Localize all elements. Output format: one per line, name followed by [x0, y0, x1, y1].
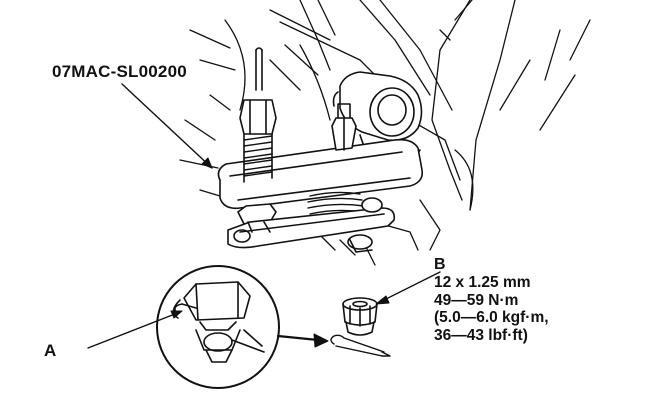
- suspension-background: [179, 0, 591, 266]
- torque-nm: 49—59 N·m: [434, 291, 519, 309]
- callout-a-leader: [87, 311, 181, 349]
- torque-kgfm: (5.0—6.0 kgf·m,: [434, 309, 549, 326]
- callout-b-leader: [379, 271, 441, 303]
- callout-b-label: B: [434, 256, 446, 273]
- tool-stud-nut: [331, 103, 357, 151]
- callout-b-arrow: [375, 295, 390, 305]
- castle-nut: [342, 297, 378, 336]
- tool-code-label: 07MAC-SL00200: [52, 62, 187, 81]
- transfer-arrowhead: [313, 333, 329, 348]
- transfer-arrow: [276, 334, 320, 342]
- tool-leader-line: [121, 83, 213, 169]
- callout-a-arrow: [170, 310, 183, 319]
- torque-spec-block: 12 x 1.25 mm 49—59 N·m (5.0—6.0 kgf·m, 3…: [434, 274, 549, 344]
- tool-upper-arm: [217, 138, 424, 210]
- callout-a-label: A: [44, 341, 57, 360]
- tool-lower-jaw: [227, 197, 396, 253]
- tool-leader-arrow: [201, 157, 213, 169]
- detail-circle: [156, 265, 280, 389]
- torque-lbfft: 36—43 lbf·ft): [434, 326, 528, 344]
- thread-spec: 12 x 1.25 mm: [434, 274, 531, 291]
- cotter-pin: [330, 334, 391, 357]
